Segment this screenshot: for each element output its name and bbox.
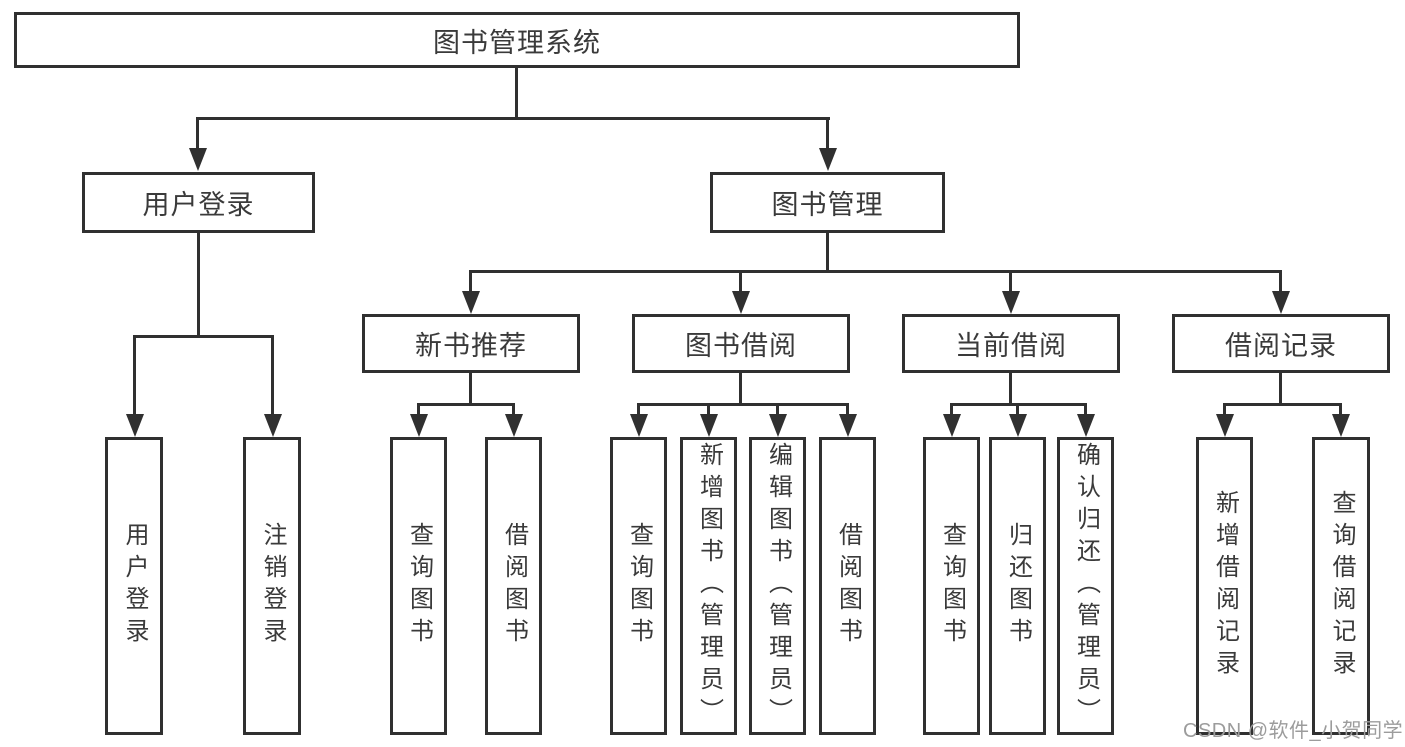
connector-line	[469, 270, 1282, 273]
connector-line	[776, 405, 779, 416]
node-book-management-label: 图书管理	[771, 190, 884, 220]
node-new-book-recommendation-label: 新书推荐	[415, 331, 527, 361]
connector-line	[133, 335, 274, 338]
leaf-borrowing-borrow-book: 借阅图书	[819, 437, 876, 735]
leaf-records-add-record-label: 新增借阅记录	[1211, 490, 1239, 682]
leaf-current-return-book-label: 归还图书	[1004, 522, 1032, 650]
arrowhead-down	[819, 148, 837, 171]
connector-line	[1279, 272, 1282, 292]
leaf-borrowing-add-book-admin-label: 新增图书（管理员）	[695, 442, 723, 730]
node-current-borrowing: 当前借阅	[902, 314, 1120, 373]
connector-line	[197, 233, 200, 337]
arrowhead-down	[1272, 291, 1290, 314]
connector-line	[196, 117, 830, 120]
arrowhead-down	[505, 414, 523, 437]
arrowhead-down	[410, 414, 428, 437]
leaf-current-query-book: 查询图书	[923, 437, 980, 735]
leaf-recommend-borrow-book-label: 借阅图书	[500, 522, 528, 650]
leaf-user-login-label: 用户登录	[121, 522, 148, 650]
leaf-current-confirm-return-admin-label: 确认归还（管理员）	[1072, 442, 1100, 730]
arrowhead-down	[630, 414, 648, 437]
arrowhead-down	[1332, 414, 1350, 437]
connector-line	[950, 405, 953, 416]
leaf-recommend-query-book-label: 查询图书	[405, 522, 433, 650]
arrowhead-down	[839, 414, 857, 437]
arrowhead-down	[264, 414, 282, 437]
leaf-recommend-borrow-book: 借阅图书	[485, 437, 542, 735]
leaf-borrowing-query-book-label: 查询图书	[625, 522, 653, 650]
connector-line	[271, 337, 274, 415]
node-user-login: 用户登录	[82, 172, 315, 233]
connector-line	[1084, 405, 1087, 416]
connector-line	[1279, 373, 1282, 406]
connector-line	[637, 403, 849, 406]
arrowhead-down	[769, 414, 787, 437]
arrowhead-down	[700, 414, 718, 437]
leaf-borrowing-borrow-book-label: 借阅图书	[834, 522, 862, 650]
connector-line	[512, 405, 515, 416]
leaf-current-return-book: 归还图书	[989, 437, 1046, 735]
leaf-borrowing-edit-book-admin: 编辑图书（管理员）	[749, 437, 806, 735]
arrowhead-down	[732, 291, 750, 314]
connector-line	[707, 405, 710, 416]
connector-line	[196, 119, 199, 149]
node-book-borrowing: 图书借阅	[632, 314, 850, 373]
arrowhead-down	[1009, 414, 1027, 437]
connector-line	[515, 68, 518, 119]
connector-line	[1223, 405, 1226, 416]
node-library-system-label: 图书管理系统	[433, 27, 601, 58]
leaf-current-confirm-return-admin: 确认归还（管理员）	[1057, 437, 1114, 735]
arrowhead-down	[1077, 414, 1095, 437]
node-book-borrowing-label: 图书借阅	[685, 331, 797, 361]
leaf-recommend-query-book: 查询图书	[390, 437, 447, 735]
connector-line	[826, 119, 829, 149]
node-current-borrowing-label: 当前借阅	[955, 331, 1067, 361]
arrowhead-down	[189, 148, 207, 171]
connector-line	[133, 337, 136, 415]
connector-line	[417, 405, 420, 416]
connector-line	[1009, 373, 1012, 406]
node-borrowing-records: 借阅记录	[1172, 314, 1390, 373]
node-library-system: 图书管理系统	[14, 12, 1020, 68]
connector-line	[950, 403, 1087, 406]
node-borrowing-records-label: 借阅记录	[1225, 331, 1337, 361]
arrowhead-down	[462, 291, 480, 314]
arrowhead-down	[1216, 414, 1234, 437]
leaf-user-login: 用户登录	[105, 437, 163, 735]
leaf-records-query-record-label: 查询借阅记录	[1328, 490, 1355, 682]
connector-line	[1223, 403, 1342, 406]
leaf-borrowing-edit-book-admin-label: 编辑图书（管理员）	[764, 442, 792, 730]
leaf-records-add-record: 新增借阅记录	[1196, 437, 1253, 735]
connector-line	[1016, 405, 1019, 416]
connector-line	[469, 272, 472, 292]
leaf-borrowing-add-book-admin: 新增图书（管理员）	[680, 437, 737, 735]
arrowhead-down	[1002, 291, 1020, 314]
leaf-logout-label: 注销登录	[259, 522, 286, 650]
connector-line	[637, 405, 640, 416]
connector-line	[826, 233, 829, 272]
connector-line	[1009, 272, 1012, 292]
leaf-borrowing-query-book: 查询图书	[610, 437, 667, 735]
connector-line	[846, 405, 849, 416]
arrowhead-down	[126, 414, 144, 437]
connector-line	[1339, 405, 1342, 416]
arrowhead-down	[943, 414, 961, 437]
connector-line	[417, 403, 515, 406]
leaf-current-query-book-label: 查询图书	[938, 522, 966, 650]
node-user-login-label: 用户登录	[142, 190, 255, 220]
connector-line	[469, 373, 472, 406]
node-book-management: 图书管理	[710, 172, 945, 233]
csdn-watermark: CSDN @软件_小贺同学	[1183, 720, 1404, 742]
connector-line	[739, 272, 742, 292]
leaf-records-query-record: 查询借阅记录	[1312, 437, 1370, 735]
connector-line	[739, 373, 742, 406]
node-new-book-recommendation: 新书推荐	[362, 314, 580, 373]
leaf-logout: 注销登录	[243, 437, 301, 735]
